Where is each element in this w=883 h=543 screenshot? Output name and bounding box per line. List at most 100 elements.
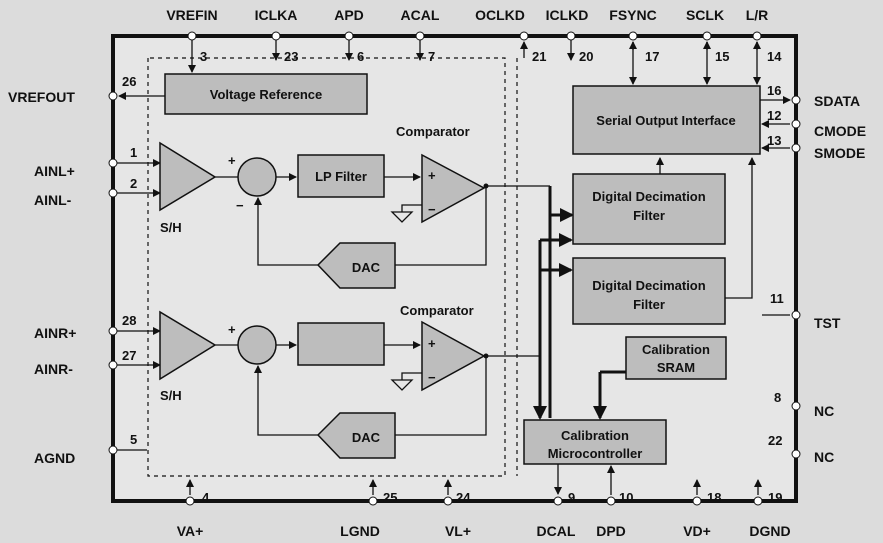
svg-text:27: 27 xyxy=(122,348,136,363)
svg-text:Digital Decimation: Digital Decimation xyxy=(592,189,705,204)
svg-text:VREFOUT: VREFOUT xyxy=(8,89,75,105)
svg-text:18: 18 xyxy=(707,490,721,505)
svg-text:ACAL: ACAL xyxy=(401,7,440,23)
svg-text:20: 20 xyxy=(579,49,593,64)
svg-text:DAC: DAC xyxy=(352,430,381,445)
svg-text:8: 8 xyxy=(774,390,781,405)
pin-vrefout: VREFOUT 26 xyxy=(8,74,165,105)
svg-text:NC: NC xyxy=(814,449,834,465)
svg-text:Digital Decimation: Digital Decimation xyxy=(592,278,705,293)
pin-dgnd: DGND 19 xyxy=(749,479,791,539)
pin-tst: TST 11 xyxy=(762,291,841,331)
svg-text:S/H: S/H xyxy=(160,388,182,403)
svg-text:−: − xyxy=(428,370,436,385)
pin-dcal: DCAL 9 xyxy=(537,464,576,539)
svg-text:TST: TST xyxy=(814,315,841,331)
pin-lgnd: LGND 25 xyxy=(340,479,397,539)
svg-text:OCLKD: OCLKD xyxy=(475,7,525,23)
pin-oclkd: OCLKD 21 xyxy=(475,7,546,64)
svg-text:Calibration: Calibration xyxy=(561,428,629,443)
svg-text:Microcontroller: Microcontroller xyxy=(548,446,643,461)
pin-ainr-plus: AINR+ 28 xyxy=(34,313,161,341)
sample-hold-top: S/H xyxy=(159,141,217,235)
comparator-bottom: + − xyxy=(421,320,486,392)
svg-text:5: 5 xyxy=(130,432,137,447)
svg-text:17: 17 xyxy=(645,49,659,64)
svg-text:28: 28 xyxy=(122,313,136,328)
svg-text:SMODE: SMODE xyxy=(814,145,865,161)
svg-text:7: 7 xyxy=(428,49,435,64)
svg-text:26: 26 xyxy=(122,74,136,89)
svg-text:VREFIN: VREFIN xyxy=(166,7,217,23)
svg-text:12: 12 xyxy=(767,108,781,123)
svg-text:−: − xyxy=(428,202,436,217)
svg-text:FSYNC: FSYNC xyxy=(609,7,656,23)
svg-text:14: 14 xyxy=(767,49,782,64)
svg-text:VL+: VL+ xyxy=(445,523,471,539)
pin-nc-8: NC 8 xyxy=(774,390,834,419)
decimation-filter-bottom: Digital Decimation Filter xyxy=(572,257,726,325)
serial-output-interface-block: Serial Output Interface xyxy=(572,85,761,155)
svg-text:Comparator: Comparator xyxy=(400,303,474,318)
svg-text:+: + xyxy=(228,153,236,168)
svg-text:Calibration: Calibration xyxy=(642,342,710,357)
dac-top: DAC xyxy=(316,242,396,289)
lp-filter-block: LP Filter xyxy=(297,154,385,198)
svg-text:+: + xyxy=(228,322,236,337)
svg-text:2: 2 xyxy=(130,176,137,191)
pin-ainr-minus: AINR- 27 xyxy=(34,348,161,377)
svg-text:AINL+: AINL+ xyxy=(34,163,75,179)
svg-text:Comparator: Comparator xyxy=(396,124,470,139)
svg-text:23: 23 xyxy=(284,49,298,64)
svg-text:9: 9 xyxy=(568,490,575,505)
pin-ainl-plus: AINL+ 1 xyxy=(34,145,161,179)
svg-text:22: 22 xyxy=(768,433,782,448)
pin-vrefin: VREFIN 3 xyxy=(166,7,218,73)
lp-filter-bottom xyxy=(297,322,385,366)
summing-node-top xyxy=(237,157,277,197)
pin-ainl-minus: AINL- 2 xyxy=(34,176,161,208)
calibration-microcontroller-block: Calibration Microcontroller xyxy=(523,419,667,465)
svg-text:LGND: LGND xyxy=(340,523,380,539)
svg-text:Filter: Filter xyxy=(633,297,665,312)
svg-text:19: 19 xyxy=(768,490,782,505)
summing-node-bottom xyxy=(237,325,277,365)
decimation-filter-top: Digital Decimation Filter xyxy=(572,173,726,245)
svg-text:CMODE: CMODE xyxy=(814,123,866,139)
pin-nc-22: NC 22 xyxy=(768,433,834,465)
svg-text:VD+: VD+ xyxy=(683,523,711,539)
svg-text:SRAM: SRAM xyxy=(657,360,695,375)
svg-text:ICLKD: ICLKD xyxy=(546,7,589,23)
calibration-sram-block: Calibration SRAM xyxy=(625,336,727,380)
svg-text:APD: APD xyxy=(334,7,364,23)
pin-dpd: DPD 10 xyxy=(596,465,633,539)
svg-text:6: 6 xyxy=(357,49,364,64)
pin-vl-plus: VL+ 24 xyxy=(443,479,471,539)
svg-text:4: 4 xyxy=(202,490,210,505)
pin-acal: ACAL 7 xyxy=(401,7,440,64)
svg-text:AINR-: AINR- xyxy=(34,361,73,377)
svg-text:15: 15 xyxy=(715,49,729,64)
pin-iclka: ICLKA 23 xyxy=(255,7,299,64)
svg-text:NC: NC xyxy=(814,403,834,419)
voltage-reference-block: Voltage Reference xyxy=(164,73,368,115)
svg-text:Filter: Filter xyxy=(633,208,665,223)
pin-lr: L/R 14 xyxy=(746,7,782,85)
svg-text:SCLK: SCLK xyxy=(686,7,724,23)
svg-text:DPD: DPD xyxy=(596,523,626,539)
pin-iclkd: ICLKD 20 xyxy=(546,7,594,64)
dac-bottom: DAC xyxy=(316,412,396,459)
svg-text:DGND: DGND xyxy=(749,523,790,539)
svg-text:24: 24 xyxy=(456,490,471,505)
pin-va-plus: VA+ 4 xyxy=(177,479,210,539)
svg-text:LP Filter: LP Filter xyxy=(315,169,367,184)
svg-text:SDATA: SDATA xyxy=(814,93,860,109)
svg-text:16: 16 xyxy=(767,83,781,98)
svg-text:3: 3 xyxy=(200,49,207,64)
comparator-top: + − xyxy=(421,153,486,224)
svg-text:DCAL: DCAL xyxy=(537,523,576,539)
svg-text:VA+: VA+ xyxy=(177,523,204,539)
pin-vd-plus: VD+ 18 xyxy=(683,479,721,539)
pin-apd: APD 6 xyxy=(334,7,364,64)
svg-text:ICLKA: ICLKA xyxy=(255,7,298,23)
